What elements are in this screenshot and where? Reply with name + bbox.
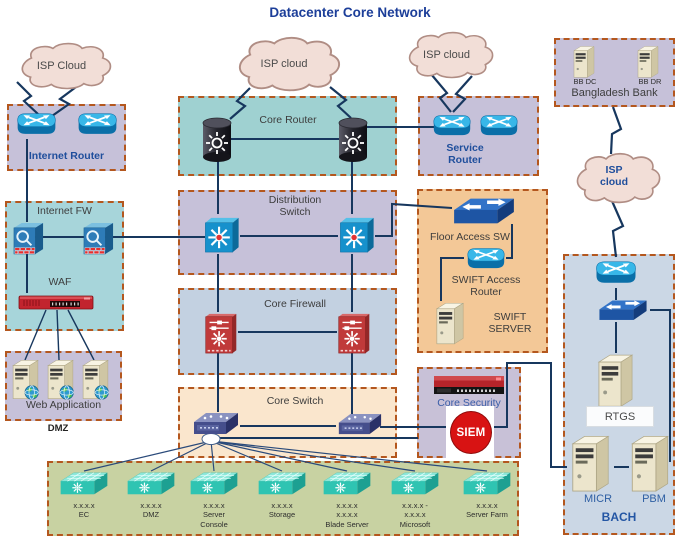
isp-cloud-3-label: ISP cloud bbox=[423, 49, 470, 61]
isp-cloud-2-label: ISP cloud bbox=[260, 58, 308, 70]
service-router-2-icon bbox=[477, 112, 521, 140]
internet-firewall-2-icon bbox=[82, 219, 115, 256]
web-server-1-icon bbox=[10, 356, 41, 402]
core-firewall-label: Core Firewall bbox=[264, 298, 326, 310]
bb-dr-server-icon bbox=[635, 44, 661, 79]
farm-switch-2-icon bbox=[124, 470, 178, 498]
core-firewall-1-icon bbox=[203, 311, 239, 355]
core-security-label: Core Security bbox=[437, 397, 501, 409]
micr-server-icon bbox=[566, 432, 615, 494]
core-firewall-2-icon bbox=[336, 311, 372, 355]
farm-switch-6-icon bbox=[388, 470, 442, 498]
core-switch-label: Core Switch bbox=[266, 395, 324, 407]
distribution-switch-2-icon bbox=[337, 213, 377, 256]
bach-label: BACH bbox=[601, 510, 637, 524]
web-application-label: Web Application bbox=[25, 399, 102, 411]
dmz-label: DMZ bbox=[47, 423, 69, 434]
web-server-2-icon bbox=[45, 356, 76, 402]
core-switch-1-icon bbox=[190, 410, 240, 438]
farm-switch-3-icon bbox=[187, 470, 241, 498]
bach-router-icon bbox=[593, 258, 639, 288]
internet-router-1-icon bbox=[14, 110, 59, 139]
core-switch-2-icon bbox=[335, 411, 383, 438]
waf-appliance-icon bbox=[18, 292, 94, 312]
farm-switch-4-icon bbox=[255, 470, 309, 498]
bb-dr-label: BB DR bbox=[638, 77, 662, 86]
pbm-label: PBM bbox=[642, 493, 666, 505]
floor-access-switch-icon bbox=[450, 195, 518, 229]
zone-service-router bbox=[418, 96, 539, 176]
waf-label: WAF bbox=[48, 276, 72, 288]
web-server-3-icon bbox=[80, 356, 111, 402]
core-router-label: Core Router bbox=[259, 114, 317, 126]
rtgs-label: RTGS bbox=[586, 406, 654, 427]
bb-dc-label: BB DC bbox=[573, 77, 597, 86]
page-title: Datacenter Core Network bbox=[269, 5, 431, 20]
rtgs-server-icon bbox=[593, 351, 638, 409]
lightning-links bbox=[16, 73, 625, 258]
service-router-1-icon bbox=[430, 112, 474, 140]
core-router-2-icon bbox=[337, 117, 369, 163]
micr-label: MICR bbox=[583, 493, 613, 505]
core-security-appliance-icon bbox=[433, 374, 505, 396]
distribution-switch-1-icon bbox=[202, 213, 242, 256]
farm-switch-5-icon bbox=[320, 470, 374, 498]
internet-firewall-1-icon bbox=[12, 219, 45, 256]
internet-router-2-icon bbox=[75, 110, 120, 139]
farm-switch-7-icon bbox=[460, 470, 514, 498]
bb-dc-server-icon bbox=[571, 44, 597, 79]
internet-fw-label: Internet FW bbox=[37, 205, 92, 217]
core-router-1-icon bbox=[201, 117, 233, 163]
siem-badge: SIEM bbox=[446, 406, 494, 458]
fanout-lines bbox=[24, 309, 488, 472]
isp-cloud-1-label: ISP Cloud bbox=[36, 60, 87, 72]
swift-server-icon bbox=[433, 300, 467, 346]
bangladesh-bank-label: Bangladesh Bank bbox=[571, 87, 658, 99]
bach-switch-icon bbox=[592, 298, 654, 324]
siem-circle-icon: SIEM bbox=[450, 411, 492, 454]
farm-switch-1-icon bbox=[57, 470, 111, 498]
swift-access-router-icon bbox=[463, 245, 509, 273]
internet-router-label: Internet Router bbox=[28, 150, 105, 162]
pbm-server-icon bbox=[626, 432, 674, 494]
floor-access-sw-label: Floor Access SW bbox=[430, 231, 510, 243]
